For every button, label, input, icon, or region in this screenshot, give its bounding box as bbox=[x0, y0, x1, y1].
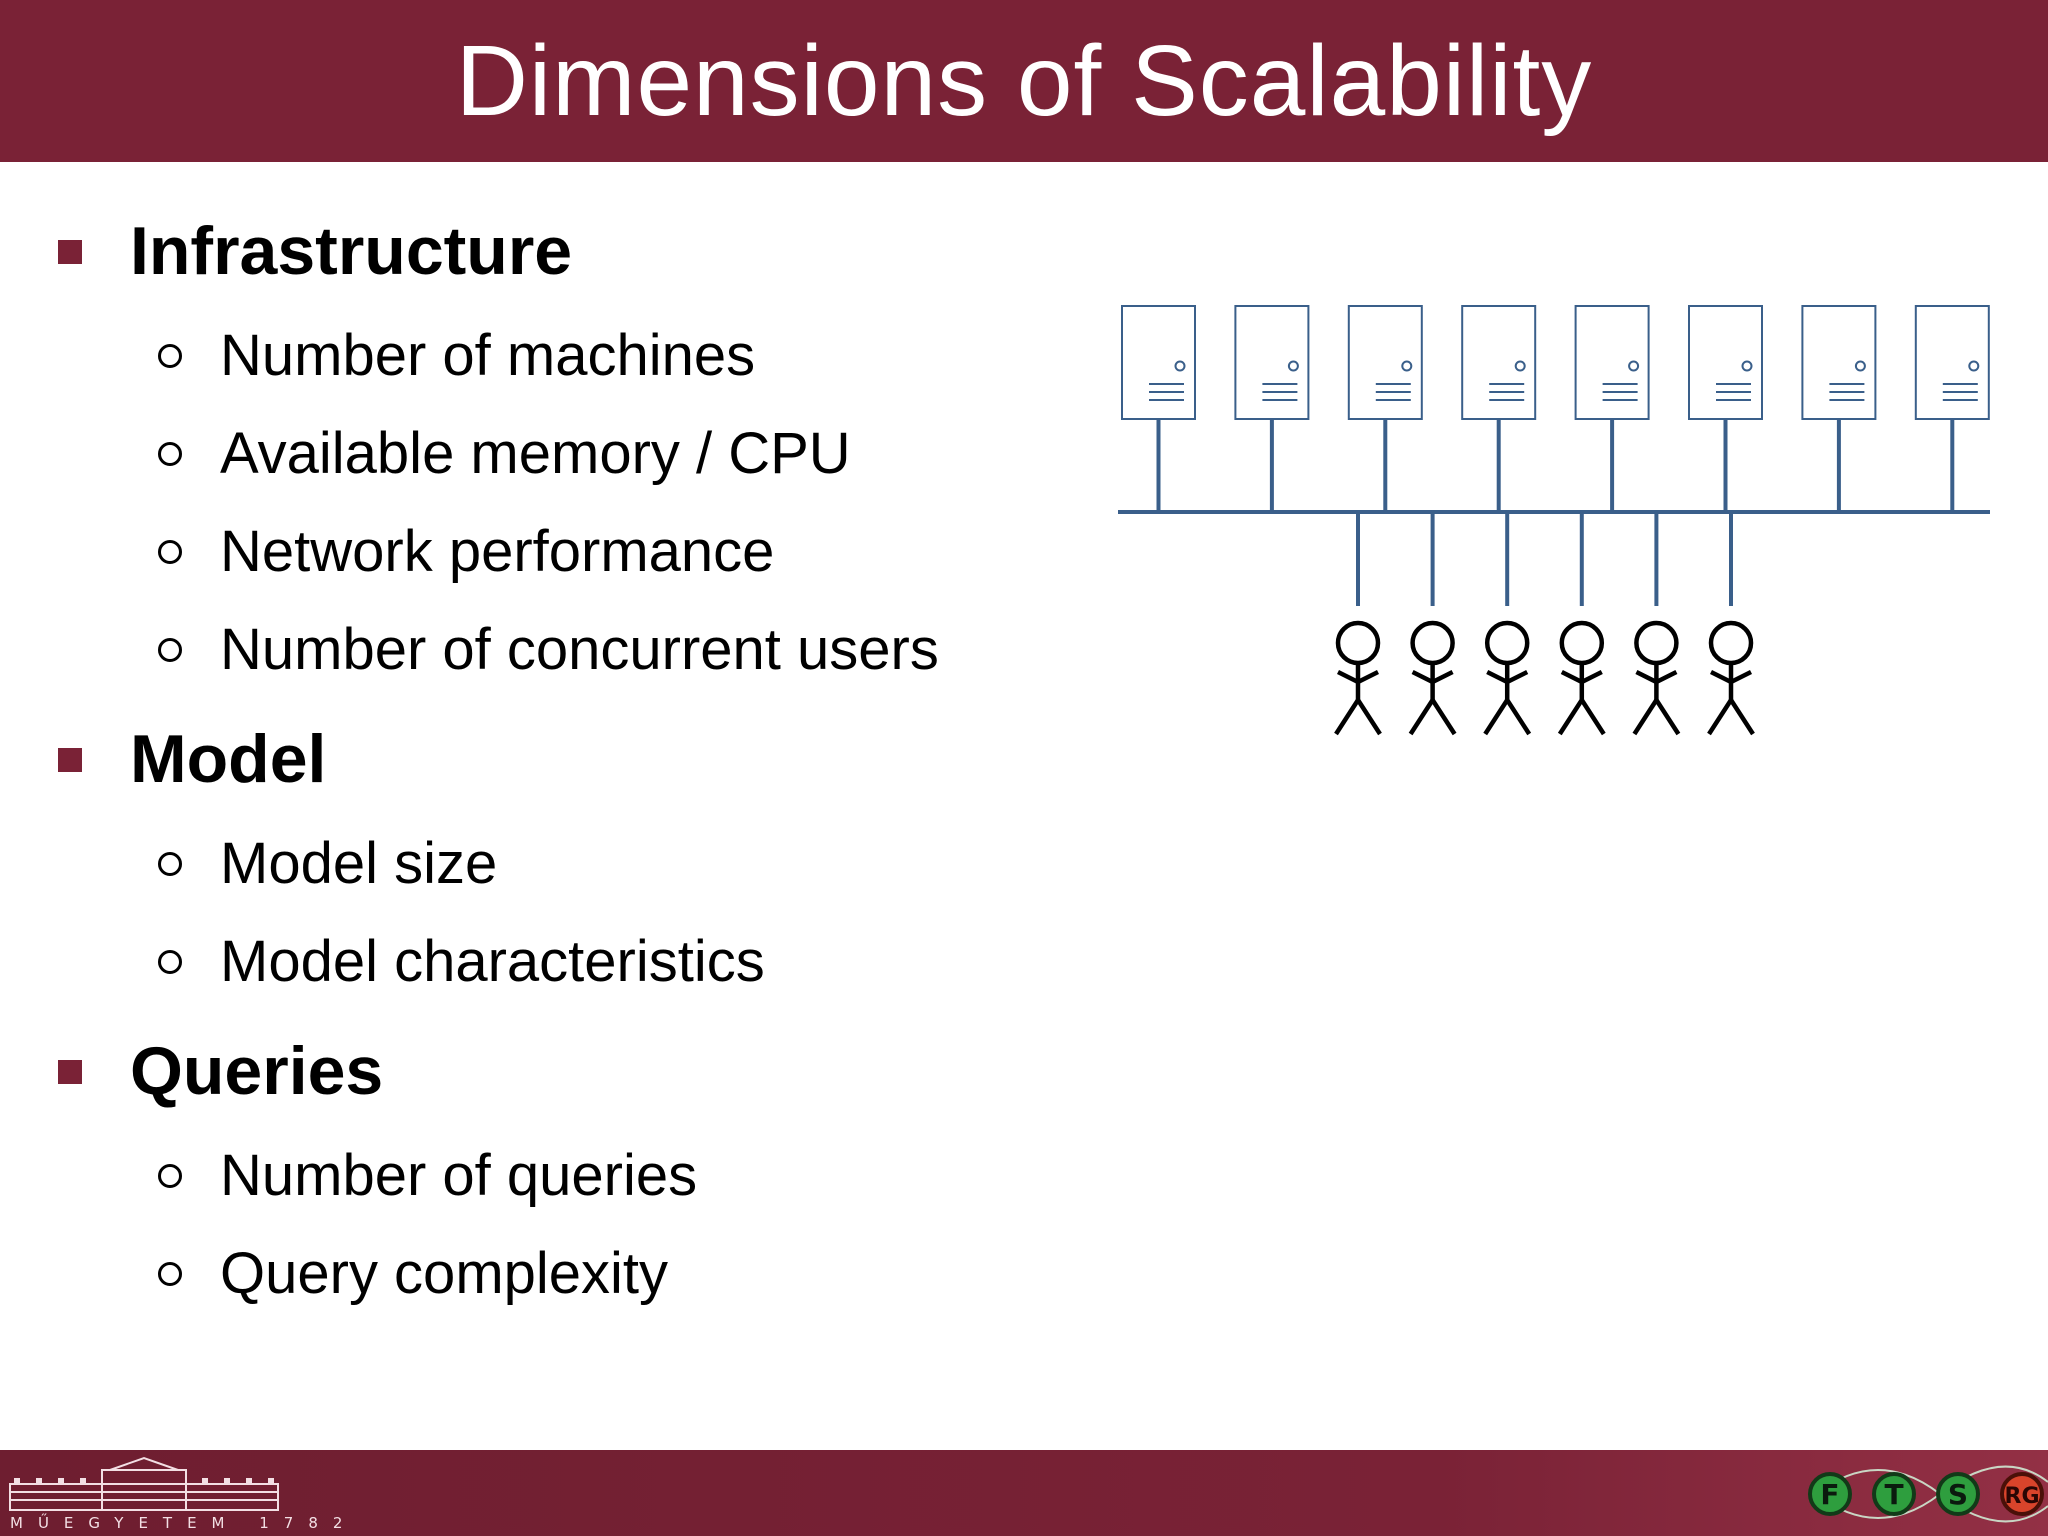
sub-bullet: Number of machines bbox=[158, 322, 756, 389]
bullet-label: Model bbox=[130, 721, 327, 797]
bullet-queries: Queries bbox=[58, 1032, 384, 1110]
bullet-label: Queries bbox=[130, 1033, 384, 1109]
letter-rg-icon: RG bbox=[2000, 1472, 2044, 1516]
network-diagram bbox=[1118, 305, 1990, 736]
bullet-infrastructure: Infrastructure bbox=[58, 212, 573, 290]
title-bar bbox=[0, 0, 2048, 162]
circle-bullet-icon bbox=[158, 1164, 182, 1188]
circle-bullet-icon bbox=[158, 852, 182, 876]
sub-bullet-label: Number of concurrent users bbox=[220, 617, 939, 682]
server-icon bbox=[1461, 305, 1537, 512]
circle-bullet-icon bbox=[158, 638, 182, 662]
server-icon bbox=[1121, 305, 1196, 512]
square-bullet-icon bbox=[58, 240, 82, 264]
sub-bullet-label: Model characteristics bbox=[220, 929, 765, 994]
sub-bullet-label: Model size bbox=[220, 831, 498, 896]
sub-bullet-label: Available memory / CPU bbox=[220, 421, 851, 486]
server-icon bbox=[1801, 305, 1877, 512]
square-bullet-icon bbox=[58, 748, 82, 772]
ftsrg-logo: F T S RG bbox=[1808, 1465, 2048, 1523]
letter-rg: RG bbox=[2005, 1484, 2040, 1509]
letter-t-icon: T bbox=[1872, 1472, 1916, 1516]
user-group bbox=[1334, 512, 1755, 736]
person-icon bbox=[1557, 512, 1606, 736]
university-name: MŰEGYETEM 1782 bbox=[10, 1514, 358, 1532]
circle-bullet-icon bbox=[158, 442, 182, 466]
square-bullet-icon bbox=[58, 1060, 82, 1084]
person-icon bbox=[1334, 512, 1382, 736]
circle-bullet-icon bbox=[158, 1262, 182, 1286]
server-group bbox=[1121, 305, 1990, 512]
server-icon bbox=[1688, 305, 1763, 512]
slide-title: Dimensions of Scalability bbox=[455, 25, 1593, 137]
server-icon bbox=[1347, 305, 1423, 512]
university-building-logo bbox=[9, 1456, 279, 1511]
circle-bullet-icon bbox=[158, 344, 182, 368]
letter-f-icon: F bbox=[1808, 1472, 1852, 1516]
sub-bullet: Number of queries bbox=[158, 1142, 698, 1209]
person-icon bbox=[1707, 512, 1755, 736]
sub-bullet-label: Number of queries bbox=[220, 1143, 698, 1208]
person-icon bbox=[1632, 512, 1681, 736]
bullet-list: Infrastructure Number of machines Availa… bbox=[0, 0, 1100, 1400]
letter-s-icon: S bbox=[1936, 1472, 1980, 1516]
sub-bullet-label: Network performance bbox=[220, 519, 775, 584]
server-icon bbox=[1914, 305, 1990, 512]
letter-s: S bbox=[1948, 1478, 1968, 1511]
circle-bullet-icon bbox=[158, 540, 182, 564]
sub-bullet: Model size bbox=[158, 830, 498, 897]
letter-t: T bbox=[1884, 1478, 1903, 1511]
sub-bullet: Available memory / CPU bbox=[158, 420, 851, 487]
sub-bullet-label: Number of machines bbox=[220, 323, 756, 388]
sub-bullet: Query complexity bbox=[158, 1240, 669, 1307]
footer-bar bbox=[0, 1450, 2048, 1536]
person-icon bbox=[1408, 512, 1457, 736]
server-icon bbox=[1574, 305, 1650, 512]
server-icon bbox=[1234, 305, 1310, 512]
sub-bullet: Network performance bbox=[158, 518, 775, 585]
sub-bullet: Number of concurrent users bbox=[158, 616, 939, 683]
person-icon bbox=[1483, 512, 1532, 736]
bullet-model: Model bbox=[58, 720, 327, 798]
letter-f: F bbox=[1820, 1478, 1839, 1511]
sub-bullet-label: Query complexity bbox=[220, 1241, 669, 1306]
bullet-label: Infrastructure bbox=[130, 213, 573, 289]
circle-bullet-icon bbox=[158, 950, 182, 974]
sub-bullet: Model characteristics bbox=[158, 928, 765, 995]
